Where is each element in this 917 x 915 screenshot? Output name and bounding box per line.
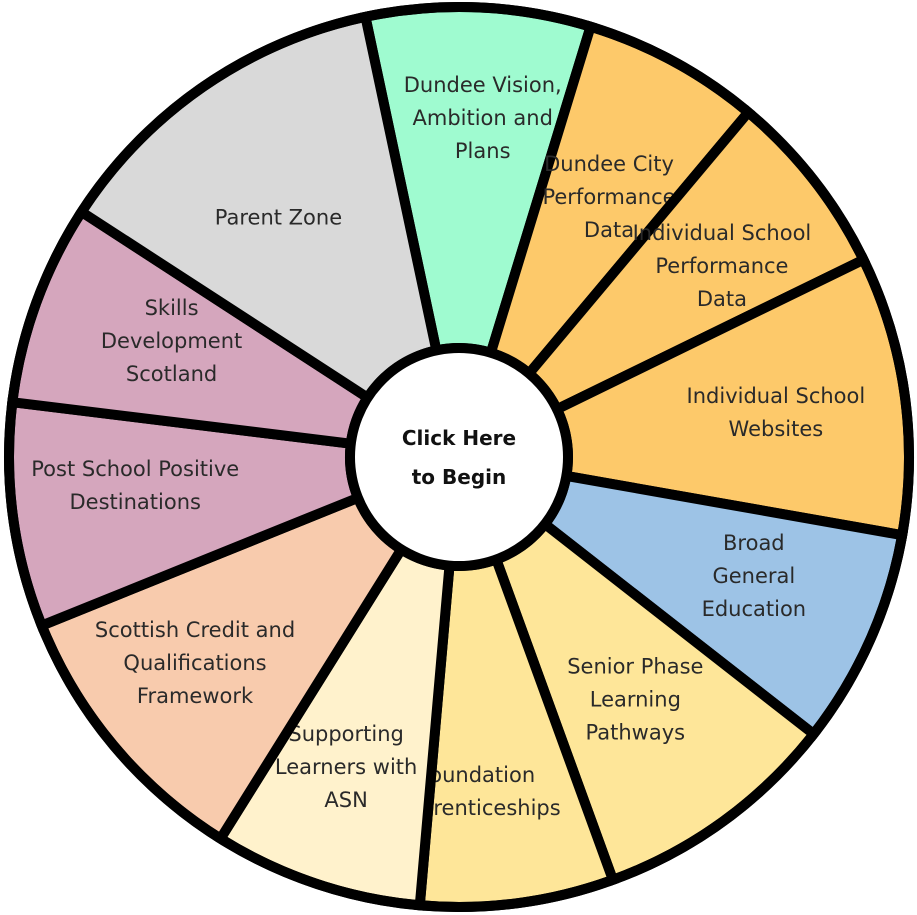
start-button-label-line: to Begin — [412, 465, 506, 489]
segment-label-line: Pathways — [586, 721, 686, 745]
segment-label-line: Scotland — [126, 362, 217, 386]
segment-label-line: Supporting — [288, 722, 404, 746]
segment-label-line: Development — [101, 329, 242, 353]
segment-label-line: Individual School — [687, 384, 866, 408]
segment-label-line: Data — [697, 287, 747, 311]
segment-label-line: Broad — [723, 531, 785, 555]
start-button[interactable]: Click Here to Begin — [345, 343, 573, 571]
segment-label-line: Framework — [137, 684, 254, 708]
segment-parent-zone-label: Parent Zone — [215, 205, 342, 229]
segment-label-line: Qualifications — [123, 651, 266, 675]
segment-label-line: Foundation — [418, 763, 535, 787]
wheel-rim — [4, 2, 914, 912]
segment-label-line: Dundee City — [544, 152, 674, 176]
segment-label-line: Learners with — [275, 755, 417, 779]
segment-label-line: General — [712, 564, 795, 588]
start-button-circle — [345, 343, 573, 571]
start-button-label: Click Here to Begin — [402, 426, 516, 489]
segment-label-line: Parent Zone — [215, 205, 342, 229]
segment-label-line: Scottish Credit and — [95, 618, 295, 642]
segment-label-line: Learning — [590, 688, 681, 712]
segment-label-line: ASN — [324, 788, 367, 812]
segment-label-line: Dundee Vision, — [404, 73, 562, 97]
segment-label-line: Destinations — [70, 490, 201, 514]
segment-label-line: Skills — [145, 296, 199, 320]
segment-label-line: Individual School — [633, 221, 812, 245]
segment-label-line: Websites — [729, 417, 824, 441]
start-button-label-line: Click Here — [402, 426, 516, 450]
segment-label-line: Performance — [655, 254, 788, 278]
segment-label-line: Plans — [455, 139, 511, 163]
segment-label-line: Post School Positive — [31, 457, 239, 481]
segment-label-line: Senior Phase — [567, 655, 703, 679]
segment-label-line: Performance — [542, 185, 675, 209]
segment-label-line: Data — [584, 218, 634, 242]
segment-label-line: Education — [702, 597, 807, 621]
segment-label-line: Ambition and — [413, 106, 553, 130]
